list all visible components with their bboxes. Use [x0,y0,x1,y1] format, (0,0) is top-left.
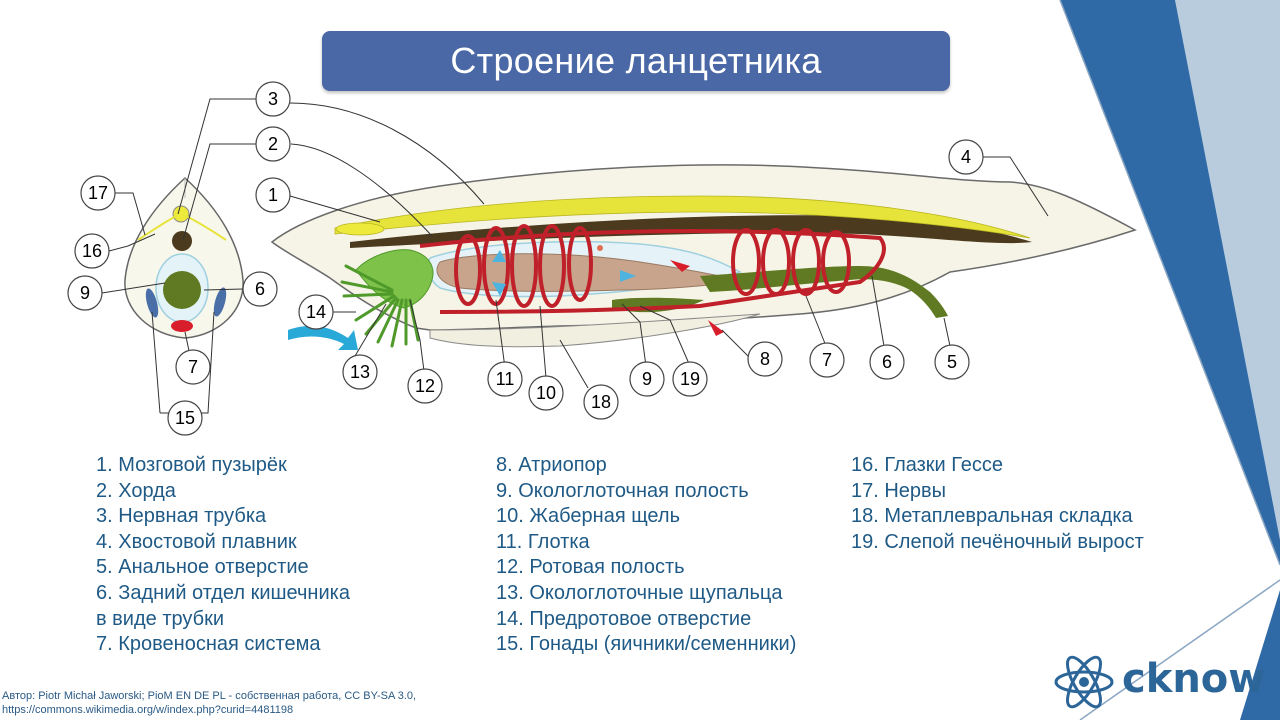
callout-18: 18 [583,384,619,420]
oral-cavity [355,249,434,309]
legend-item: 6. Задний отдел кишечника [96,581,350,604]
blood-system [419,224,886,314]
callout-number: 3 [268,89,278,109]
callout-6-section: 6 [242,271,278,307]
callout-9: 9 [629,361,665,397]
callout-number: 6 [882,352,892,372]
callout-number: 7 [188,357,198,377]
legend-column-2: 8. Атриопор 9. Окологлоточная полость 10… [496,453,796,658]
callout-number: 14 [306,302,326,322]
legend-item: 11. Глотка [496,530,590,553]
legend-item: 5. Анальное отверстие [96,556,309,579]
callout-10: 10 [528,375,564,411]
callout-8: 8 [747,341,783,377]
legend-item: 3. Нервная трубка [96,505,267,528]
legend-item: 9. Окологлоточная полость [496,479,749,502]
legend-item: 18. Метаплевральная складка [851,505,1133,528]
callout-number: 2 [268,134,278,154]
credit-author: Автор: Piotr Michał Jaworski; PioM EN DE… [2,690,417,702]
legend-column-1: 1. Мозговой пузырёк 2. Хорда 3. Нервная … [96,453,350,658]
atom-icon [1054,655,1114,709]
callout-number: 11 [496,369,515,389]
decor-edge-line [1059,0,1280,566]
lancelet-diagram: 1 2 3 4 5 6 6 7 7 8 9 9 10 11 12 13 14 1… [67,81,1137,436]
lancelet-body [270,164,1137,350]
legend-item: 14. Предротовое отверстие [496,607,752,630]
legend-item: 13. Окологлоточные щупальца [496,581,783,604]
callout-number: 1 [268,185,278,205]
legend-item: 19. Слепой печёночный вырост [851,530,1144,553]
callout-14: 14 [298,294,334,330]
legend-item: 4. Хвостовой плавник [96,530,297,553]
callout-16: 16 [74,233,110,269]
callout-17: 17 [80,175,116,211]
callout-13: 13 [342,354,378,390]
legend-item: 12. Ротовая полость [496,556,685,579]
legend-item: 8. Атриопор [496,454,607,476]
callout-3: 3 [255,81,291,117]
callout-number: 6 [255,279,265,299]
blood-vessel-section [171,320,193,332]
callout-number: 10 [536,383,556,403]
callout-5: 5 [934,344,970,380]
callout-4: 4 [948,139,984,175]
credit-link[interactable]: https://commons.wikimedia.org/w/index.ph… [2,704,294,716]
callout-7-section: 7 [175,349,211,385]
callout-11: 11 [487,361,523,397]
callout-12: 12 [407,368,443,404]
decor-edge-line-bottom [1079,579,1280,720]
nerve-tube [334,195,1031,239]
legend-item: 2. Хорда [96,479,176,502]
callout-1: 1 [255,177,291,213]
callout-7: 7 [809,342,845,378]
gonad-left [145,288,159,318]
title-banner: Строение ланцетника [322,31,950,91]
logo-text: cknow [1122,656,1266,702]
gut-section [163,271,201,309]
callout-number: 13 [350,362,370,382]
callout-number: 8 [760,349,770,369]
legend-item: в виде трубки [96,607,224,630]
image-credit: Автор: Piotr Michał Jaworski; PioM EN DE… [2,689,416,717]
leader-lines [101,98,1049,414]
water-inflow-arrow [288,325,358,350]
oral-tentacles [340,264,420,348]
legend-item: 15. Гонады (яичники/семенники) [496,633,797,656]
callouts: 1 2 3 4 5 6 6 7 7 8 9 9 10 11 12 13 14 1… [67,81,984,436]
callout-number: 12 [415,376,435,396]
callout-15: 15 [167,400,203,436]
callout-number: 18 [591,392,611,412]
legend-item: 1. Мозговой пузырёк [96,454,287,476]
callout-number: 7 [822,350,832,370]
callout-number: 5 [947,352,957,372]
chord-section [172,231,192,251]
intestine-tube [700,266,948,318]
callout-9-section: 9 [67,275,103,311]
callout-number: 17 [88,183,108,203]
gonad-right [213,287,227,317]
callout-number: 4 [961,147,971,167]
atriopore-arrows [670,260,724,336]
legend-item: 7. Кровеносная система [96,633,321,656]
callout-19: 19 [672,361,708,397]
callout-number: 9 [80,283,90,303]
cknow-logo[interactable]: cknow [1052,648,1272,714]
callout-number: 15 [175,408,195,428]
callout-2: 2 [255,126,291,162]
legend-column-3: 16. Глазки Гессе 17. Нервы 18. Метаплевр… [851,453,1144,555]
legend-item: 17. Нервы [851,479,947,502]
callout-6: 6 [869,344,905,380]
brain-vesicle [335,222,385,236]
nerve-tube-section [172,205,190,223]
legend-item: 16. Глазки Гессе [851,454,1004,476]
cross-section [124,176,244,339]
page-title: Строение ланцетника [450,40,822,81]
legend-item: 10. Жаберная щель [496,505,680,528]
callout-number: 9 [642,369,652,389]
decor-stripe-bottom [1240,590,1280,720]
callout-number: 16 [82,241,102,261]
callout-number: 19 [680,369,700,389]
